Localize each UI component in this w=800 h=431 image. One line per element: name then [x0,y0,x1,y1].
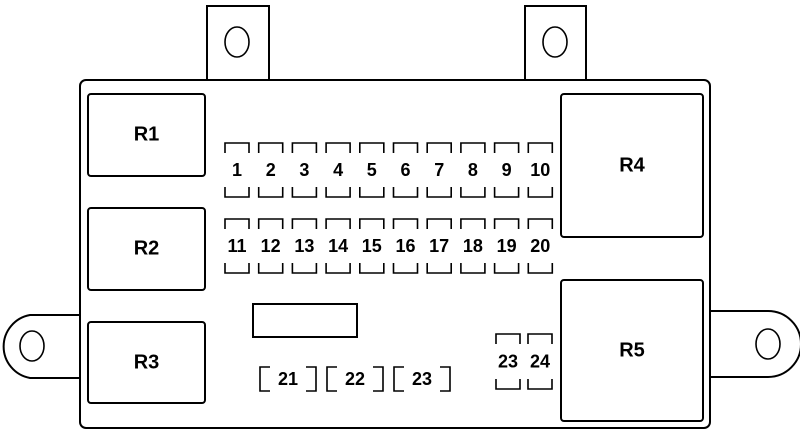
fuse-9-label: 9 [502,160,512,180]
relay-r2-label: R2 [134,237,160,259]
relay-r3-label: R3 [134,351,160,373]
relay-r4-label: R4 [619,154,645,176]
fuse-24-vertical-label: 24 [530,351,550,371]
fuse-5-label: 5 [367,160,377,180]
fuse-6-label: 6 [400,160,410,180]
fuse-20-label: 20 [530,236,550,256]
fuse-7: 7 [426,142,452,198]
fuse-21-horizontal-label: 21 [278,369,298,389]
fuse-row-bottom-horizontal: 21 22 23 [259,366,451,392]
fuse-16: 16 [392,218,419,274]
fuse-row-2: 11 12 13 14 15 16 17 18 19 20 [224,218,554,274]
fuse-20: 20 [527,218,554,274]
fuse-19-label: 19 [497,236,517,256]
fuse-4-label: 4 [333,160,343,180]
fuse-3: 3 [291,142,318,198]
fuse-24-vertical: 24 [527,333,553,390]
fuse-16-label: 16 [395,236,415,256]
fuse-11-label: 11 [227,236,246,256]
fuse-9: 9 [493,142,520,198]
relay-r2: R2 [87,207,206,291]
fuse-23-vertical-label: 23 [498,351,518,371]
fuse-8: 8 [460,142,486,198]
fuse-22-horizontal: 22 [326,366,384,392]
fuse-row-1: 1 2 3 4 5 6 7 8 9 10 [224,142,554,198]
fuse-14: 14 [325,218,351,274]
relay-r4: R4 [560,93,704,238]
fuse-10-label: 10 [530,160,550,180]
fuse-15-label: 15 [362,236,382,256]
fuse-6: 6 [392,142,419,198]
fuse-5: 5 [359,142,385,198]
fuse-21-horizontal: 21 [259,366,317,392]
fuse-14-label: 14 [328,236,348,256]
fuse-17: 17 [426,218,452,274]
fuse-1-label: 1 [232,160,242,180]
fuse-8-label: 8 [468,160,478,180]
relay-r1-label: R1 [134,123,160,145]
fuse-12: 12 [257,218,284,274]
fuse-13: 13 [291,218,318,274]
fuse-18: 18 [460,218,486,274]
mounting-tab-top-left [206,5,270,80]
relay-r5: R5 [560,279,704,422]
fuse-22-horizontal-label: 22 [345,369,365,389]
fuse-2-label: 2 [266,160,276,180]
fuse-4: 4 [325,142,351,198]
fuse-19: 19 [493,218,520,274]
mounting-tab-right [710,310,800,378]
mounting-tab-top-right [524,5,587,80]
relay-r5-label: R5 [619,339,645,361]
fuse-11: 11 [224,218,250,274]
fuse-23-horizontal-label: 23 [412,369,432,389]
fuse-17-label: 17 [429,236,449,256]
fuse-23-horizontal: 23 [393,366,451,392]
fuse-15: 15 [359,218,385,274]
blank-plate [252,303,358,338]
fuse-12-label: 12 [261,236,281,256]
fuse-row-bottom-vertical: 23 24 [495,333,553,390]
fuse-3-label: 3 [299,160,309,180]
fuse-13-label: 13 [294,236,314,256]
mounting-tab-left [2,314,80,379]
relay-r3: R3 [87,321,206,404]
fuse-23-vertical: 23 [495,333,521,390]
fuse-10: 10 [527,142,554,198]
relay-r1: R1 [87,93,206,177]
fuse-18-label: 18 [463,236,483,256]
fuse-1: 1 [224,142,250,198]
fuse-2: 2 [257,142,284,198]
fuse-7-label: 7 [434,160,444,180]
